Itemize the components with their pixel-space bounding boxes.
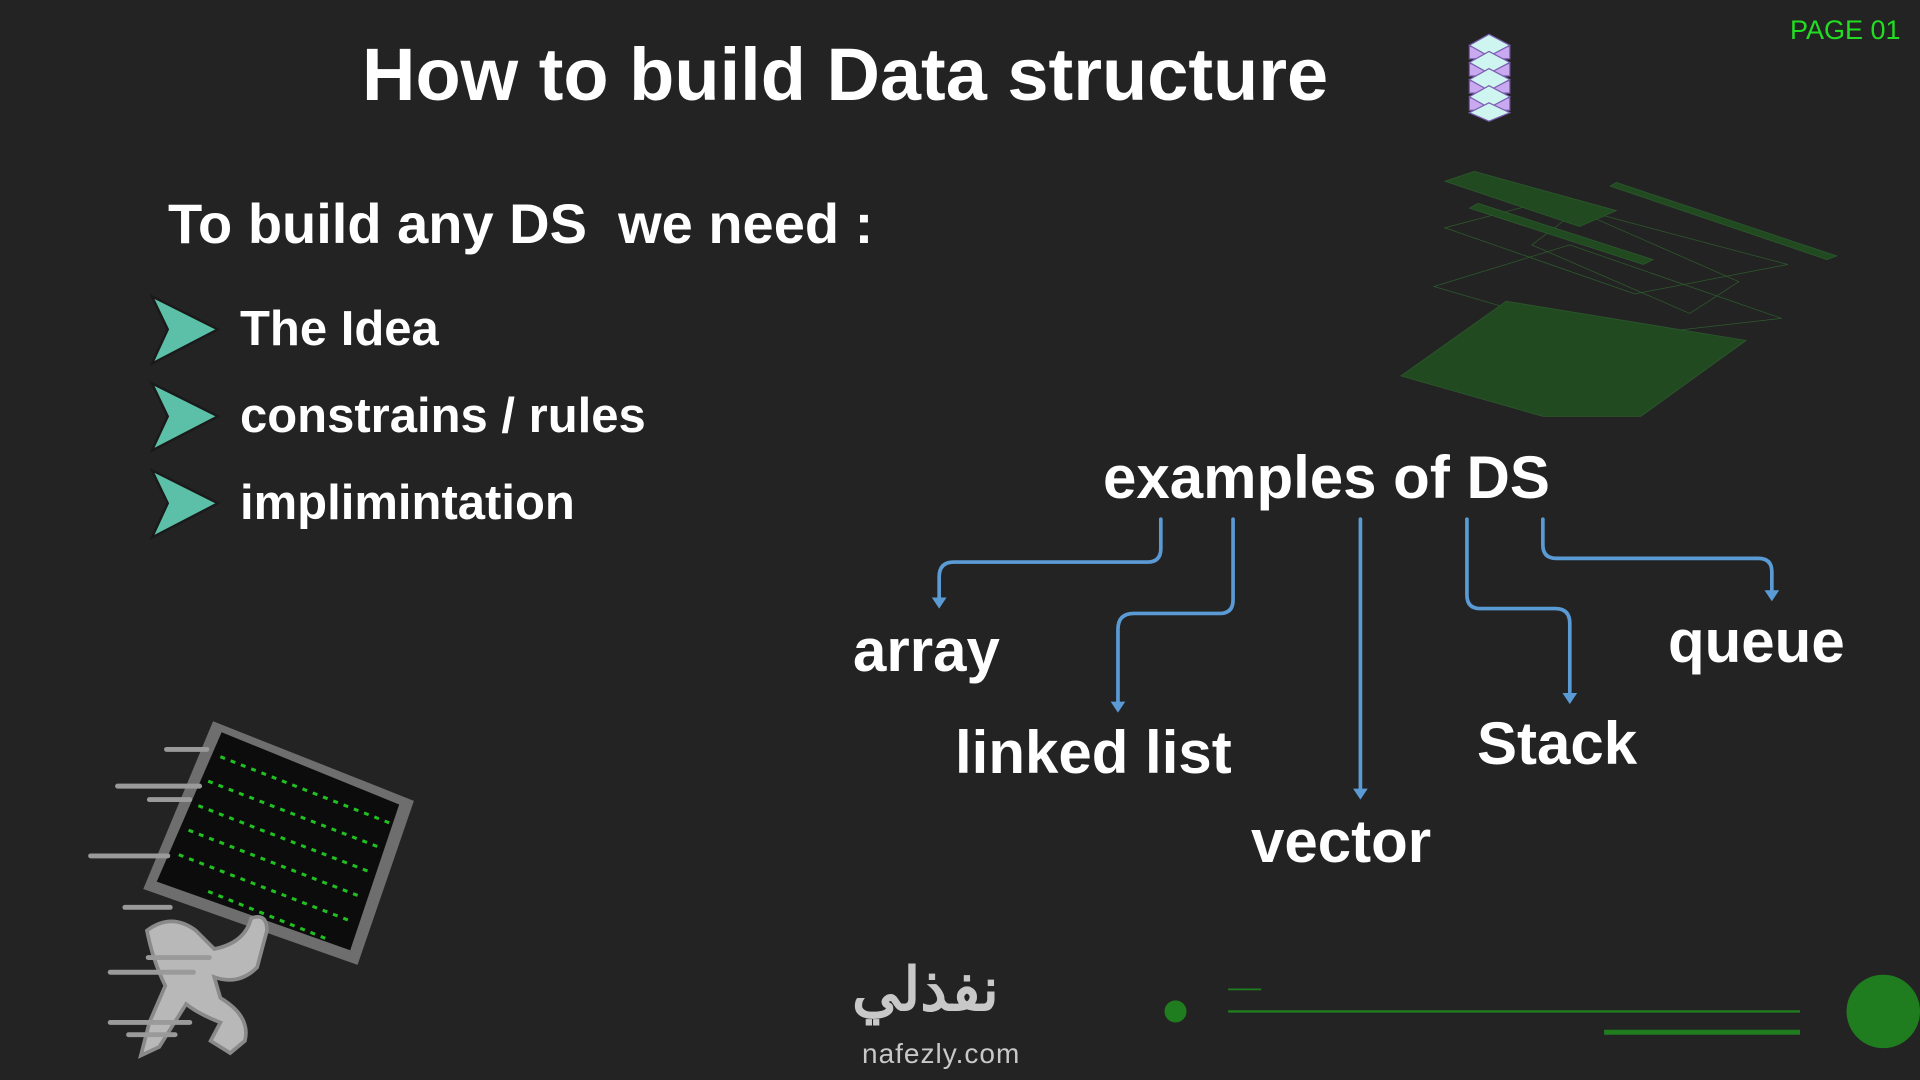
example-array: array <box>853 617 1000 684</box>
list-item-constraints: constrains / rules <box>240 389 646 443</box>
example-queue: queue <box>1668 608 1845 675</box>
examples-heading: examples of DS <box>1103 444 1550 511</box>
example-vector: vector <box>1251 808 1432 875</box>
logo-url: nafezly.com <box>862 1038 1021 1069</box>
example-stack: Stack <box>1477 710 1638 777</box>
arrow-to-queue <box>1541 517 1774 595</box>
page-number-label: PAGE 01 <box>1790 15 1901 45</box>
example-arrows <box>937 517 1774 793</box>
list-item-idea: The Idea <box>240 302 439 356</box>
logo-arabic: نفذلي <box>852 956 999 1023</box>
list-item-implementation: implimintation <box>240 476 575 530</box>
example-linked-list: linked list <box>955 719 1232 786</box>
intro-heading: To build any DS we need : <box>168 192 874 255</box>
arrow-to-array <box>937 517 1163 602</box>
footer-decoration <box>1164 974 1920 1049</box>
page-title: How to build Data structure <box>362 33 1329 116</box>
chevron-right-icon <box>149 380 221 454</box>
chevron-right-icon <box>149 467 221 541</box>
chevron-right-icon <box>149 293 221 367</box>
stacked-layers-icon <box>1467 33 1512 122</box>
runner-illustration <box>88 721 414 1059</box>
isometric-decoration <box>1399 171 1838 417</box>
arrowheads <box>931 590 1780 800</box>
arrow-to-stack <box>1465 517 1572 698</box>
bullet-icons <box>149 293 221 541</box>
arrow-to-linked-list <box>1116 517 1235 706</box>
